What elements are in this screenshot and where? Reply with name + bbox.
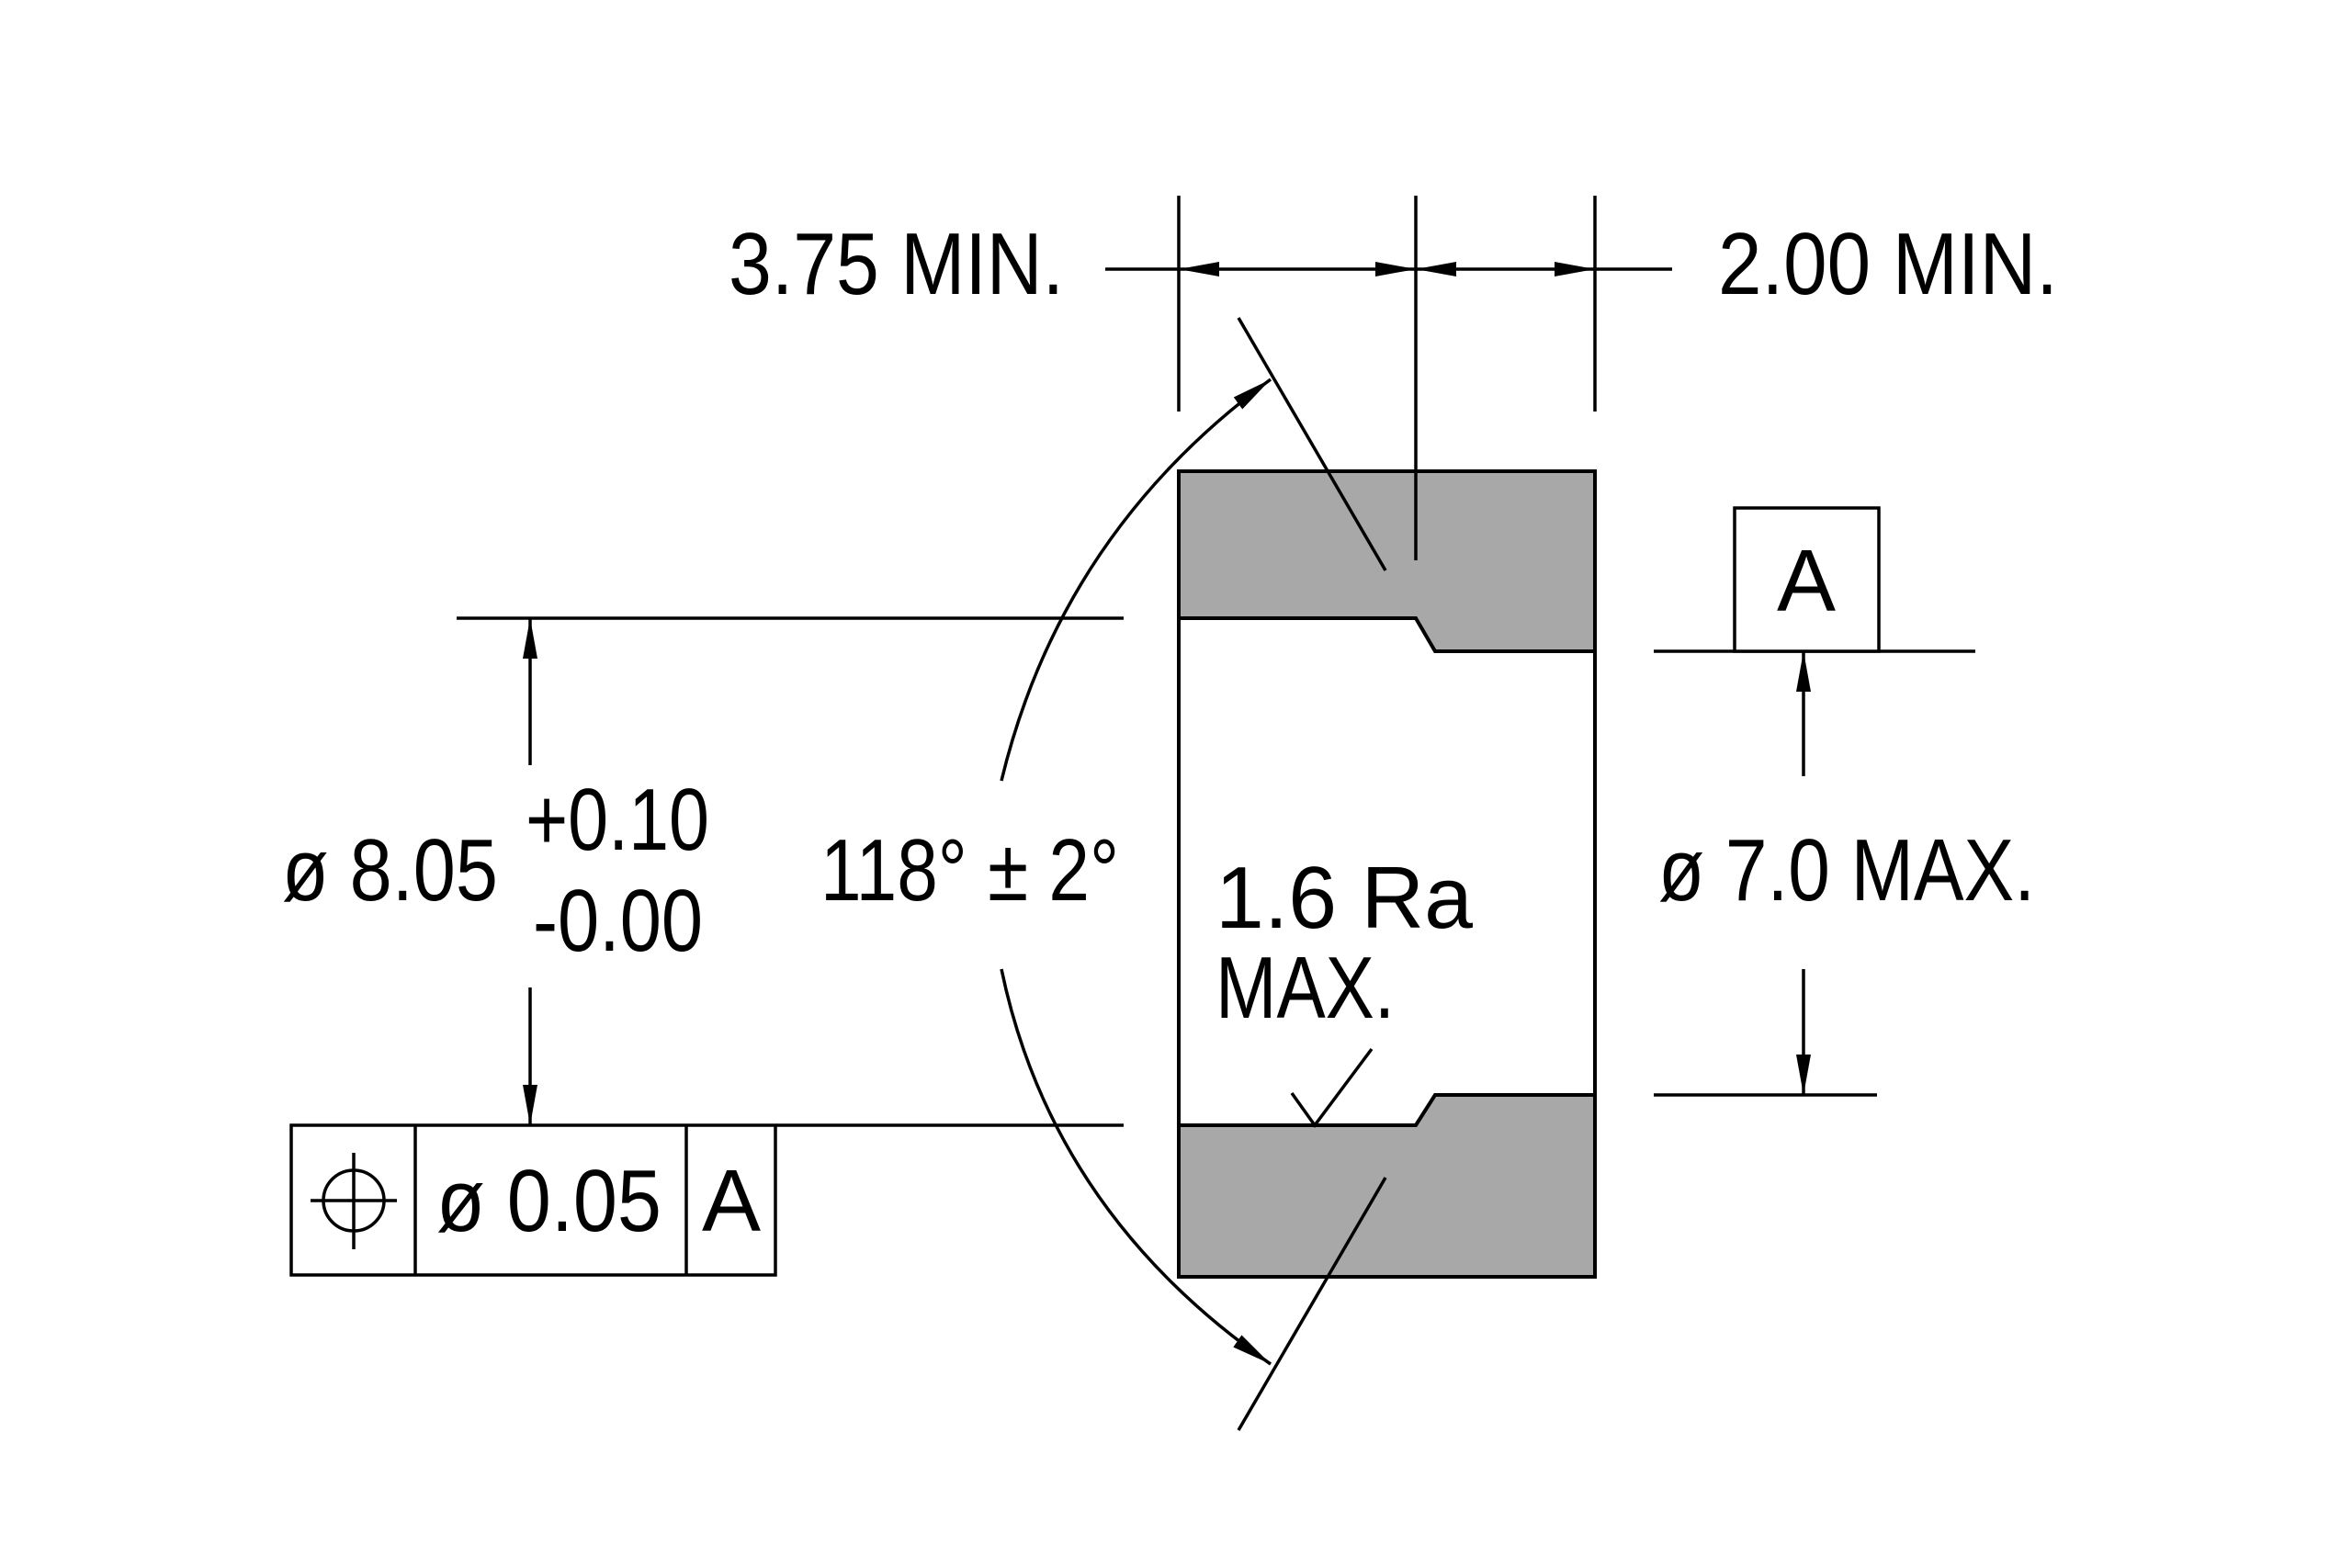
cone-line-top bbox=[1237, 317, 1387, 571]
surface-finish-symbol bbox=[1290, 1047, 1374, 1128]
hole-tol-minus: -0.00 bbox=[533, 872, 703, 970]
depth-right-label: 2.00 MIN. bbox=[1718, 215, 2058, 313]
datum-box bbox=[1733, 506, 1881, 653]
part-section-top bbox=[1177, 469, 1597, 653]
surface-finish-value: 1.6 Ra bbox=[1216, 849, 1474, 947]
angle-arc-top bbox=[1000, 378, 1272, 782]
angle-label: 118° ± 2° bbox=[820, 821, 1119, 919]
datum-letter: A bbox=[1777, 532, 1836, 630]
part-section-bottom bbox=[1177, 1093, 1597, 1279]
hole-tol-plus: +0.10 bbox=[526, 771, 709, 869]
fcf-datum-ref: A bbox=[702, 1152, 761, 1250]
small-dia-label: ø 7.0 MAX. bbox=[1658, 821, 2035, 919]
surface-finish-qualifier: MAX. bbox=[1216, 939, 1395, 1037]
depth-left-label: 3.75 MIN. bbox=[729, 215, 1064, 313]
angle-arc-bottom bbox=[1000, 968, 1272, 1366]
hole-dia-label: ø 8.05 bbox=[282, 821, 498, 919]
fcf-tolerance: ø 0.05 bbox=[436, 1152, 662, 1250]
position-icon bbox=[311, 1153, 397, 1249]
cone-line-bottom bbox=[1237, 1177, 1387, 1431]
